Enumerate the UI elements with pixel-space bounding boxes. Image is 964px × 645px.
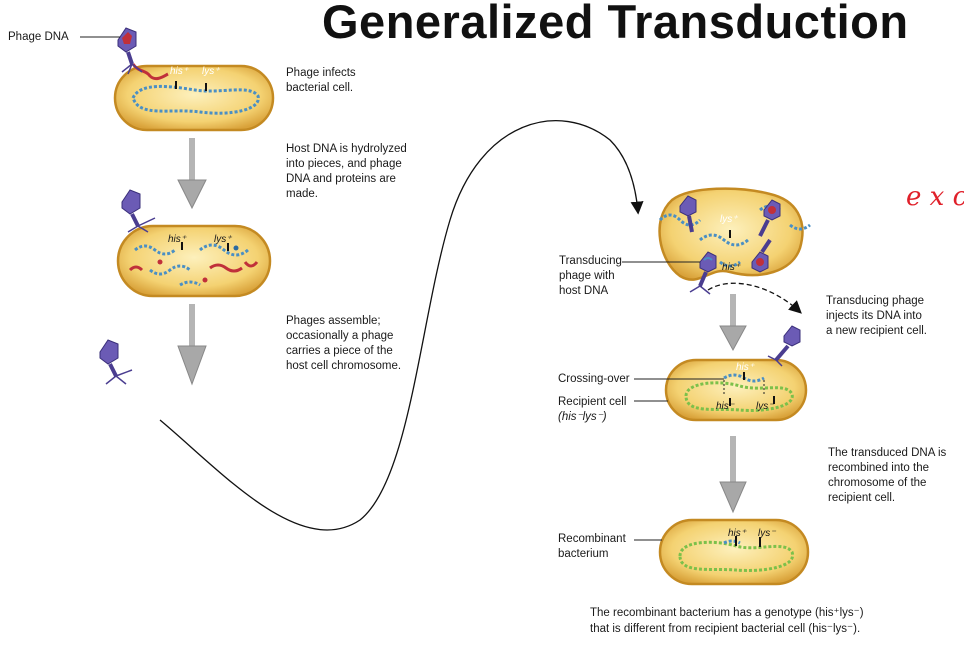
- cell-3-lysis: [622, 187, 811, 295]
- gene-label-his-minus-4: his⁻: [716, 401, 735, 412]
- gene-label-his-plus-1: his⁺: [170, 66, 189, 77]
- gene-label-lys-minus-4: lys⁻: [756, 401, 774, 412]
- step-recombine-text: The transduced DNA is recombined into th…: [828, 447, 947, 504]
- transducing-phage: [689, 251, 717, 295]
- gene-label-lys-plus-1: lys⁺: [202, 66, 220, 77]
- recombinant-dna: [678, 540, 794, 572]
- page-title: Generalized Transduction: [322, 0, 909, 48]
- phage-free: [99, 339, 133, 385]
- cell-1-body: [113, 64, 275, 132]
- cell-4-recipient: [634, 325, 808, 422]
- step-assemble-text: Phages assemble; occasionally a phage ca…: [286, 315, 402, 372]
- recipient-dna: [684, 381, 794, 412]
- handwritten-note: e x c: [906, 182, 964, 212]
- gene-label-his-plus-4: his⁺: [736, 362, 755, 373]
- cell-2-body: [116, 224, 272, 298]
- phage-3b: [758, 199, 781, 237]
- gene-label-lys-plus-2: lys⁺: [214, 234, 232, 245]
- cell-5-recombinant: [634, 518, 810, 586]
- phage-1: [117, 27, 143, 75]
- label-transducing-phage: Transducing phage with host DNA: [559, 255, 622, 297]
- label-phage-dna: Phage DNA: [8, 31, 69, 43]
- gene-label-lys-minus-5: lys⁻: [758, 528, 776, 539]
- step-infect-text: Phage infects bacterial cell.: [286, 67, 356, 94]
- cell-4-body: [664, 358, 808, 422]
- phage-3a: [679, 195, 697, 233]
- step-hydrolyze-text: Host DNA is hydrolyzed into pieces, and …: [286, 143, 407, 200]
- label-crossing-over: Crossing-over: [558, 373, 630, 385]
- gene-label-his-plus-3: his⁺: [722, 262, 741, 273]
- cell-1-host-dna: [131, 84, 260, 115]
- step-arrows-left: [177, 138, 207, 386]
- injection-arrow: [707, 282, 802, 314]
- caption-line-2: that is different from recipient bacteri…: [590, 623, 861, 635]
- step-arrows-right: [719, 294, 747, 514]
- phage-2: [121, 189, 156, 233]
- phage-4: [767, 325, 801, 367]
- step-inject-text: Transducing phage injects its DNA into a…: [826, 295, 927, 337]
- gene-label-his-plus-2: his⁺: [168, 234, 187, 245]
- caption-line-1: The recombinant bacterium has a genotype…: [590, 607, 864, 619]
- label-recipient-cell: Recipient cell (his⁻lys⁻): [558, 396, 627, 423]
- gene-label-his-plus-5: his⁺: [728, 528, 747, 539]
- phage-3c: [751, 238, 772, 273]
- gene-label-lys-plus-3: lys⁺: [720, 214, 738, 225]
- connector-curve: [159, 120, 644, 531]
- label-recombinant-bacterium: Recombinant bacterium: [558, 533, 626, 560]
- cell-2-hydrolysis: [116, 189, 272, 298]
- cell-1-infection: [80, 27, 275, 132]
